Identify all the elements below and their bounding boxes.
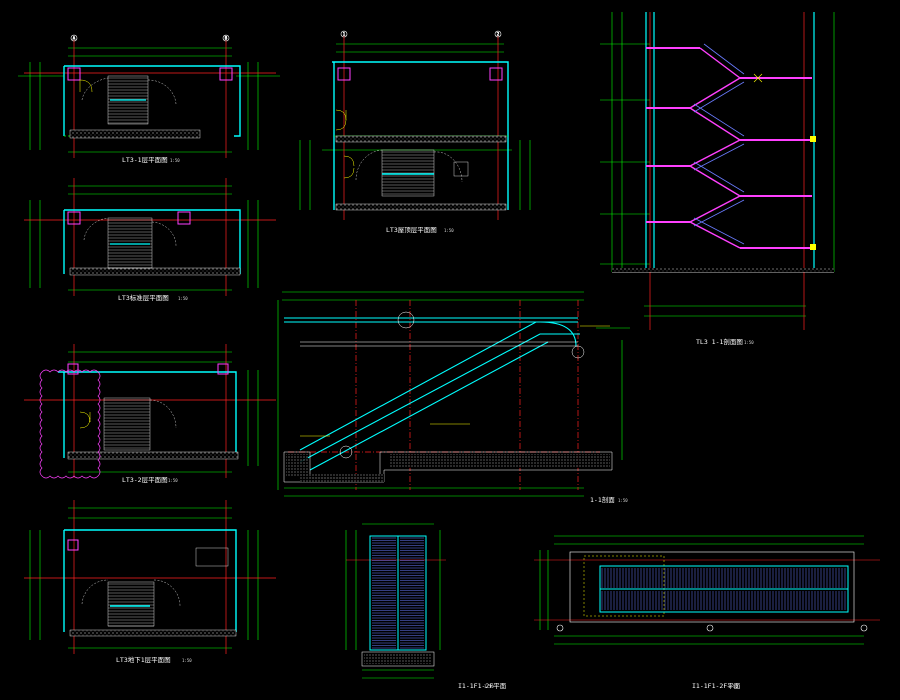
plan-1-scale: 1:50 xyxy=(170,158,180,163)
svg-text:A: A xyxy=(73,36,76,41)
section-stair: TL3 1-1剖面图 1:50 xyxy=(600,12,835,346)
escalator-plan-1-scale: 1:50 xyxy=(484,684,494,689)
section-escalator-scale: 1:50 xyxy=(618,498,628,503)
escalator-plan-1-title: I1-1F1-2F平面 xyxy=(458,682,507,690)
svg-text:B: B xyxy=(225,36,228,41)
escalator-plan-2: I1-1F1-2F平面 1:50 xyxy=(534,535,880,690)
section-stair-scale: 1:50 xyxy=(744,340,754,345)
plan-top: LT3屋顶层平面图 1:50 xyxy=(299,36,531,234)
plan-top-scale: 1:50 xyxy=(444,228,454,233)
plan-1: LT3-1层平面图 1:50 xyxy=(18,40,280,164)
plan-1-title: LT3-1层平面图 xyxy=(122,156,168,164)
plan-std-title: LT3标准层平面图 xyxy=(118,293,169,302)
section-escalator-title: 1-1剖面 xyxy=(590,495,615,504)
escalator-plan-2-title: I1-1F1-2F平面 xyxy=(692,682,741,690)
plan-b1: LT3地下1层平面图 1:50 xyxy=(24,500,276,664)
section-escalator: 1-1剖面 1:50 xyxy=(277,291,630,504)
plan-std-scale: 1:50 xyxy=(178,296,188,301)
grid-bubble-1: 1 xyxy=(340,30,348,38)
grid-bubble-a: A xyxy=(70,34,78,42)
plan-2: LT3-2层平面图 1:50 xyxy=(24,344,276,484)
plan-2-scale: 1:50 xyxy=(168,478,178,483)
svg-text:2: 2 xyxy=(497,32,500,37)
escalator-plan-1: I1-1F1-2F平面 1:50 xyxy=(345,523,507,690)
section-stair-title: TL3 1-1剖面图 xyxy=(696,337,743,346)
svg-text:1: 1 xyxy=(343,32,346,37)
grid-bubble-2: 2 xyxy=(494,30,502,38)
escalator-plan-2-scale: 1:50 xyxy=(728,684,738,689)
plan-top-title: LT3屋顶层平面图 xyxy=(386,226,437,234)
grid-bubble-b: B xyxy=(222,34,230,42)
plan-std: LT3标准层平面图 1:50 xyxy=(24,178,276,302)
plan-2-title: LT3-2层平面图 xyxy=(122,476,168,484)
plan-b1-scale: 1:50 xyxy=(182,658,192,663)
plan-b1-title: LT3地下1层平面图 xyxy=(116,655,171,664)
